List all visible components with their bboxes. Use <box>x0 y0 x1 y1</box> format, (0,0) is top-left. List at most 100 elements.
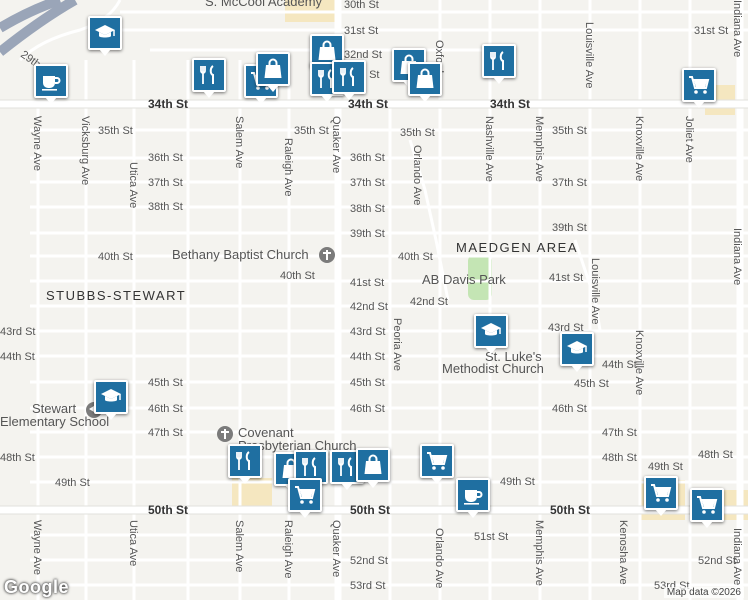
street-label-37th-right: 37th St <box>552 177 587 189</box>
avenue-label-memphis-top: Memphis Ave <box>533 116 545 182</box>
street-label-48th-left: 48th St <box>0 452 35 464</box>
highway <box>0 0 62 33</box>
bag-marker[interactable] <box>356 448 390 488</box>
street-label-50th-left: 50th St <box>148 503 188 517</box>
school-marker[interactable] <box>474 314 508 354</box>
avenue-label-knoxville-top: Knoxville Ave <box>633 116 645 181</box>
coffee-marker[interactable] <box>34 64 68 104</box>
school-icon <box>99 385 123 409</box>
cart-marker[interactable] <box>682 68 716 108</box>
street-label-35th-right: 35th St <box>552 125 587 137</box>
street-label-35th-left: 35th St <box>98 125 133 137</box>
bag-marker[interactable] <box>256 52 290 92</box>
cart-icon <box>695 493 719 517</box>
church-pin-icon[interactable] <box>217 426 233 442</box>
avenue-label-knoxville-mid: Knoxville Ave <box>633 330 645 395</box>
restaurant-marker[interactable] <box>482 44 516 84</box>
street-label-43rd-left: 43rd St <box>0 326 35 338</box>
street-label-40th-b: 40th St <box>280 270 315 282</box>
place-label-stewart-1[interactable]: Stewart <box>32 401 76 416</box>
avenue-label-salem-bottom: Salem Ave <box>233 520 245 572</box>
place-label-mccool[interactable]: S. McCool Academy <box>205 0 323 9</box>
avenue-label-salem-top: Salem Ave <box>233 116 245 168</box>
school-marker[interactable] <box>94 380 128 420</box>
coffee-marker[interactable] <box>456 478 490 518</box>
cart-icon <box>293 483 317 507</box>
avenue-label-joliet: Joliet Ave <box>683 116 695 163</box>
street-label-46th-mid: 46th St <box>350 403 385 415</box>
school-marker[interactable] <box>88 16 122 56</box>
school-icon <box>565 337 589 361</box>
school-icon <box>93 21 117 45</box>
street-label-49th-left: 49th St <box>55 477 90 489</box>
restaurant-icon <box>197 63 221 87</box>
avenue-label-utica-top: Utica Ave <box>127 162 139 208</box>
school-marker[interactable] <box>560 332 594 372</box>
street-label-52nd-mid: 52nd St <box>350 555 388 567</box>
restaurant-marker[interactable] <box>192 58 226 98</box>
street-label-39th-mid: 39th St <box>350 228 385 240</box>
restaurant-icon <box>299 455 323 479</box>
avenue-label-vicksburg: Vicksburg Ave <box>79 116 91 185</box>
area-label-stubbs-stewart: STUBBS-STEWART <box>46 288 186 303</box>
cart-icon <box>649 481 673 505</box>
cart-icon <box>425 449 449 473</box>
street-label-47th-left: 47th St <box>148 427 183 439</box>
cart-marker[interactable] <box>690 488 724 528</box>
street-label-48th-right: 48th St <box>602 452 637 464</box>
street-label-34th-right: 34th St <box>490 97 530 111</box>
street-label-40th-mid: 40th St <box>398 251 433 263</box>
restaurant-icon <box>487 49 511 73</box>
cart-marker[interactable] <box>644 476 678 516</box>
place-label-st-lukes-2[interactable]: Methodist Church <box>442 361 544 376</box>
avenue-label-indiana-bottom: Indiana Ave <box>731 528 743 585</box>
place-label-covenant-2[interactable]: Presbyterian Church <box>238 438 357 453</box>
street-label-53rd-mid: 53rd St <box>350 580 385 592</box>
coffee-icon <box>39 69 63 93</box>
cart-marker[interactable] <box>420 444 454 484</box>
restaurant-icon <box>337 65 361 89</box>
avenue-label-nashville: Nashville Ave <box>483 116 495 182</box>
street-label-48th-far: 48th St <box>698 449 733 461</box>
restaurant-icon <box>315 67 339 91</box>
avenue-label-raleigh-bottom: Raleigh Ave <box>282 520 294 579</box>
restaurant-marker[interactable] <box>228 444 262 484</box>
park-area <box>468 255 492 300</box>
cart-marker[interactable] <box>288 478 322 518</box>
restaurant-marker[interactable] <box>332 60 366 100</box>
bag-icon <box>261 57 285 81</box>
street-label-41st-right: 41st St <box>549 272 583 284</box>
avenue-label-louisville-mid: Louisville Ave <box>589 258 601 324</box>
church-pin-icon[interactable] <box>319 247 335 263</box>
place-label-st-lukes-1[interactable]: St. Luke's <box>485 349 542 364</box>
street-label-46th-right: 46th St <box>552 403 587 415</box>
map-attribution[interactable]: Map data ©2026 <box>663 587 744 598</box>
street-label-49th-right: 49th St <box>648 461 683 473</box>
avenue-label-utica-bottom: Utica Ave <box>127 520 139 566</box>
avenue-label-indiana-mid: Indiana Ave <box>731 228 743 285</box>
avenue-label-quaker-bottom: Quaker Ave <box>330 520 342 577</box>
street-label-35th-mid: 35th St <box>294 125 329 137</box>
street-label-44th-left: 44th St <box>0 351 35 363</box>
avenue-label-wayne-bottom: Wayne Ave <box>31 520 43 575</box>
bag-icon <box>413 67 437 91</box>
street-label-45th-left: 45th St <box>148 377 183 389</box>
bag-marker[interactable] <box>408 62 442 102</box>
street-label-45th-mid: 45th St <box>350 377 385 389</box>
place-label-covenant-1[interactable]: Covenant <box>238 425 294 440</box>
place-label-bethany[interactable]: Bethany Baptist Church <box>172 247 309 262</box>
street-label-47th-right: 47th St <box>602 427 637 439</box>
street-label-43rd-right: 43rd St <box>548 322 583 334</box>
street-label-30th: 30th St <box>344 0 379 11</box>
place-label-ab-davis-park[interactable]: AB Davis Park <box>422 272 506 287</box>
restaurant-icon <box>233 449 257 473</box>
school-icon <box>479 319 503 343</box>
street-label-41st-mid: 41st St <box>350 277 384 289</box>
bag-icon <box>361 453 385 477</box>
cart-icon <box>687 73 711 97</box>
street-label-38th-mid: 38th St <box>350 203 385 215</box>
street-label-42nd-b: 42nd St <box>410 296 448 308</box>
place-label-stewart-2[interactable]: Elementary School <box>0 414 109 429</box>
